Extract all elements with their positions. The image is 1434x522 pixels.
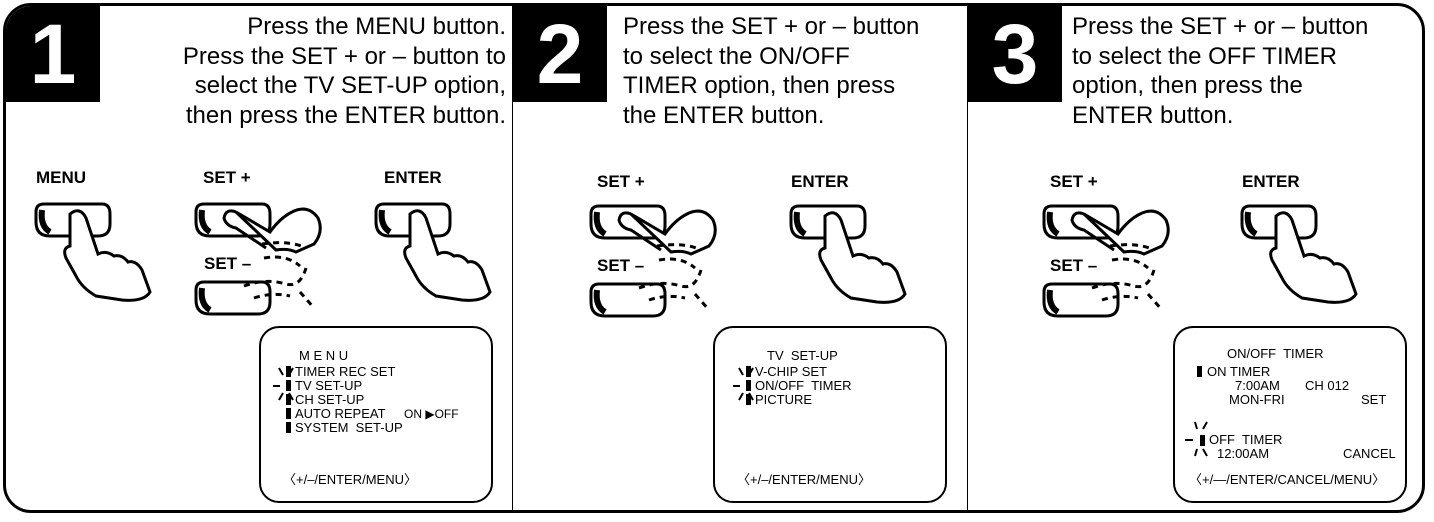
screen-footer: 〈+/—/ENTER/CANCEL/MENU〉 [1189, 472, 1385, 487]
off-timer-label: OFF TIMER [1209, 432, 1282, 447]
menu-screen: M E N U TIMER REC SET TV SET-UP CH SET-U… [259, 326, 493, 503]
step-instruction: Press the SET + or – button to select th… [623, 12, 919, 130]
item-marker [746, 380, 751, 391]
cursor-flash-icon [1183, 420, 1211, 460]
on-timer-action: SET [1361, 392, 1386, 407]
enter-button-press-illustration [1242, 198, 1372, 308]
screen-title: ON/OFF TIMER [1227, 346, 1324, 361]
menu-item-selected: TV SET-UP [295, 378, 362, 393]
item-marker [286, 408, 291, 419]
step-number: 2 [513, 6, 607, 102]
on-timer-days: MON-FRI [1229, 392, 1285, 407]
auto-repeat-value: ON ▶OFF [404, 407, 459, 422]
menu-item: AUTO REPEAT [295, 406, 386, 421]
item-marker [286, 394, 291, 405]
menu-item: SYSTEM SET-UP [295, 420, 403, 435]
step-number: 3 [968, 6, 1062, 102]
item-marker [746, 366, 751, 377]
off-timer-time: 12:00AM [1217, 446, 1269, 461]
set-button-press-illustration [196, 188, 326, 318]
item-marker [746, 394, 751, 405]
enter-button-press-illustration [376, 196, 506, 306]
cursor-flash-icon [271, 366, 295, 418]
tv-setup-screen: TV SET-UP V-CHIP SET ON/OFF TIMER PICTUR… [713, 326, 947, 503]
on-timer-time: 7:00AM [1235, 378, 1280, 393]
menu-item: CH SET-UP [295, 392, 364, 407]
set-plus-button-label: SET + [1050, 172, 1098, 192]
set-plus-button-label: SET + [597, 172, 645, 192]
on-timer-channel: CH 012 [1305, 378, 1349, 393]
menu-button-label: MENU [36, 168, 86, 188]
item-marker [286, 422, 291, 433]
item-marker [1197, 366, 1202, 377]
cursor-flash-icon [731, 366, 755, 406]
screen-title: M E N U [299, 348, 348, 363]
set-button-press-illustration [591, 190, 721, 320]
step-instruction: Press the MENU button. Press the SET + o… [26, 12, 506, 130]
off-timer-action: CANCEL [1343, 446, 1396, 461]
step-3: 3 Press the SET + or – button to select … [968, 6, 1425, 510]
on-off-timer-screen: ON/OFF TIMER ON TIMER 7:00AM CH 012 MON-… [1173, 326, 1407, 503]
enter-button-label: ENTER [384, 168, 442, 188]
menu-button-press-illustration [36, 196, 166, 306]
step-2: 2 Press the SET + or – button to select … [513, 6, 967, 510]
screen-footer: 〈+/–/ENTER/MENU〉 [283, 472, 417, 487]
step-instruction: Press the SET + or – button to select th… [1072, 12, 1368, 130]
item-marker [286, 366, 291, 377]
item-marker [286, 380, 291, 391]
menu-item-selected: ON/OFF TIMER [755, 378, 852, 393]
item-marker [1200, 435, 1205, 446]
instruction-panel: 1 Press the MENU button. Press the SET +… [3, 3, 1425, 513]
enter-button-press-illustration [791, 198, 921, 308]
menu-item: TIMER REC SET [295, 364, 395, 379]
enter-button-label: ENTER [1242, 172, 1300, 192]
step-1: 1 Press the MENU button. Press the SET +… [6, 6, 512, 510]
menu-item: V-CHIP SET [755, 364, 827, 379]
set-button-press-illustration [1044, 190, 1174, 320]
screen-footer: 〈+/–/ENTER/MENU〉 [737, 472, 871, 487]
set-plus-button-label: SET + [203, 168, 251, 188]
enter-button-label: ENTER [791, 172, 849, 192]
screen-title: TV SET-UP [767, 348, 838, 363]
menu-item: PICTURE [755, 392, 812, 407]
on-timer-label: ON TIMER [1207, 364, 1270, 379]
